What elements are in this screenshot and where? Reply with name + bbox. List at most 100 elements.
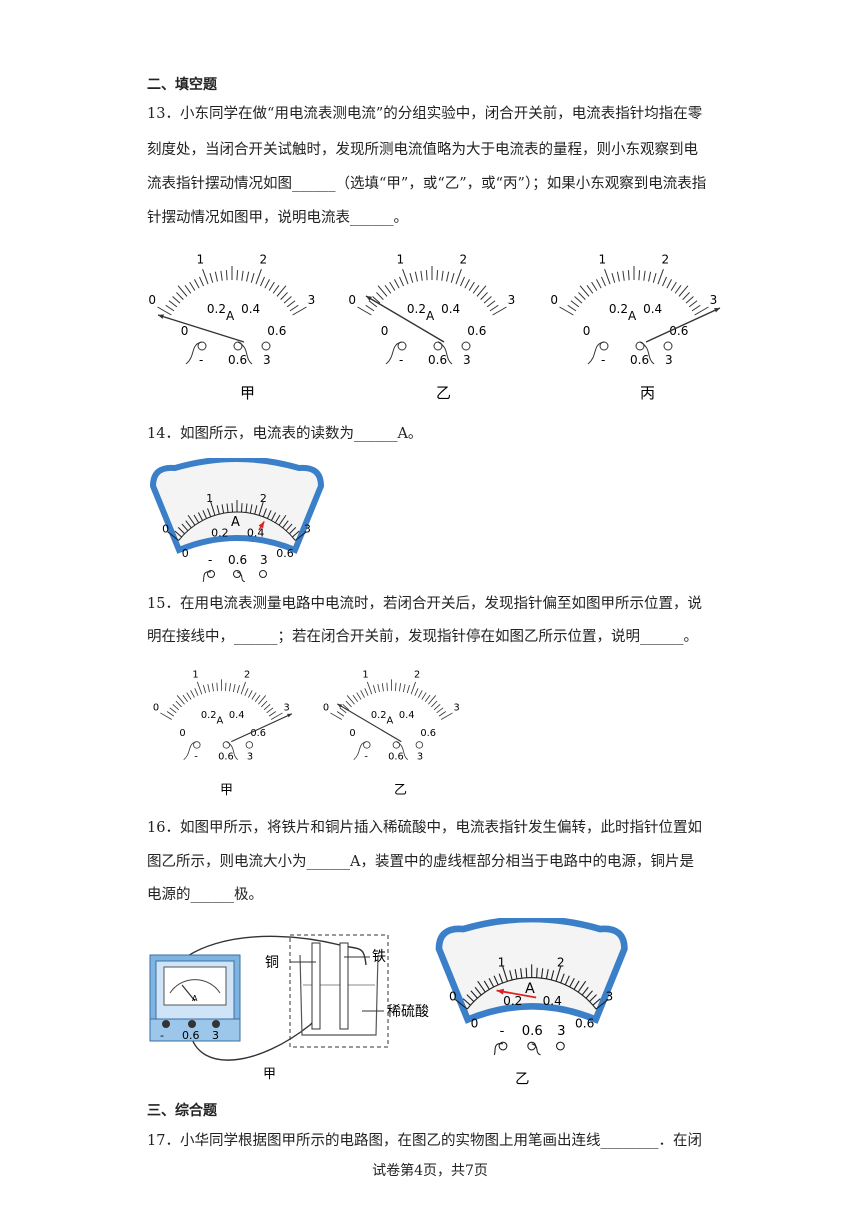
scale-tick <box>399 683 401 692</box>
scale-tick <box>330 712 342 720</box>
scale-tick <box>272 284 280 294</box>
scale-tick <box>472 284 480 294</box>
scale-tick <box>489 304 499 312</box>
small-scale-label: 0.6 <box>276 547 294 560</box>
scale-tick <box>250 272 255 283</box>
big-scale-label: 3 <box>710 293 718 307</box>
scale-tick <box>574 296 583 304</box>
scale-tick <box>199 276 204 287</box>
terminal-label: 3 <box>247 752 253 763</box>
scale-tick <box>168 300 178 308</box>
scale-tick <box>483 296 492 304</box>
scale-tick <box>662 276 667 287</box>
q16-apparatus: A - 0.6 3 铜 铁 稀硫酸 甲 <box>149 934 429 1082</box>
scale-tick <box>167 531 179 541</box>
scale-tick <box>214 271 218 282</box>
terminal-3 <box>212 1020 220 1028</box>
terminal-minus <box>162 1020 170 1028</box>
scale-tick <box>638 270 641 281</box>
scale-tick <box>595 999 609 1010</box>
needle-arrow <box>158 314 164 319</box>
scale-tick <box>336 711 345 717</box>
term-label-06: 0.6 <box>182 1029 200 1042</box>
scale-tick <box>286 300 296 308</box>
small-scale-label: 0.4 <box>241 302 260 316</box>
scale-tick <box>498 973 504 984</box>
terminal-label: 0.6 <box>228 353 247 367</box>
small-scale-label: 0.4 <box>441 302 460 316</box>
terminal-label: - <box>194 752 198 763</box>
scale-tick <box>295 531 307 541</box>
scale-tick <box>185 520 192 529</box>
big-scale-label: 1 <box>498 956 506 970</box>
wire <box>385 341 403 365</box>
scale-tick <box>410 681 416 695</box>
needle-arrow <box>496 988 505 995</box>
scale-tick <box>395 682 397 691</box>
caption-jia: 甲 <box>240 384 255 402</box>
wire <box>587 341 605 365</box>
terminal-label: - <box>601 353 605 367</box>
scale-tick <box>616 271 620 282</box>
beaker <box>299 954 379 1036</box>
scale-tick <box>560 973 565 984</box>
caption-15-jia: 甲 <box>220 783 233 798</box>
terminal-label: - <box>208 553 212 567</box>
scale-tick <box>207 508 212 518</box>
caption-16-jia: 甲 <box>263 1067 276 1082</box>
scale-tick <box>342 704 350 711</box>
scale-tick <box>276 285 287 297</box>
small-scale-label: 0.6 <box>575 1016 594 1030</box>
question-14: 14．如图所示，电流表的读数为______A。 <box>147 426 423 442</box>
scale-tick <box>509 970 513 981</box>
scale-tick <box>670 281 677 291</box>
big-scale-label: 0 <box>148 293 156 307</box>
small-scale-label: 0.4 <box>543 994 563 1008</box>
q16-line-1: 16．如图甲所示，将铁片和铜片插入稀硫酸中，电流表指针发生偏转，此时指针位置如 <box>147 820 702 836</box>
scale-tick <box>289 304 299 312</box>
big-scale-label: 1 <box>197 253 205 267</box>
scale-tick <box>425 270 428 281</box>
big-scale-label: 1 <box>362 669 368 680</box>
scale-tick <box>175 700 182 708</box>
scale-tick <box>232 683 236 693</box>
scale-tick <box>477 980 486 993</box>
scale-tick <box>502 966 508 982</box>
scale-tick <box>216 682 218 691</box>
scale-tick <box>262 508 267 518</box>
unit-label: A <box>217 716 224 727</box>
terminal-label: 0.6 <box>522 1024 543 1039</box>
scale-tick <box>468 281 475 291</box>
scale-tick <box>258 695 267 705</box>
scale-tick <box>285 523 293 531</box>
scale-tick <box>255 269 262 285</box>
scale-tick <box>470 990 478 999</box>
small-scale-label: 0.2 <box>371 710 387 721</box>
terminal-label: 3 <box>260 553 268 567</box>
scale-tick <box>160 712 172 720</box>
scale-tick <box>592 998 601 1006</box>
small-scale-label: 0.2 <box>407 302 426 316</box>
small-scale-label: 0 <box>471 1016 479 1030</box>
scale-tick <box>431 700 438 708</box>
scale-tick <box>564 975 570 986</box>
copper-plate <box>311 942 321 1030</box>
small-scale-label: 0.2 <box>211 527 229 540</box>
big-scale-label: 2 <box>414 669 420 680</box>
power-source-dashed-box <box>289 934 389 1048</box>
scale-tick <box>157 306 172 316</box>
scale-tick <box>254 505 258 515</box>
question-13: 13．小东同学在做“用电流表测电流”的分组实验中，闭合开关前，电流表指针均指在零… <box>147 104 717 228</box>
unit-label: A <box>628 309 637 323</box>
scale-tick <box>648 271 652 282</box>
needle-arrow <box>258 521 265 529</box>
needle <box>231 713 293 743</box>
terminal <box>233 570 241 578</box>
terminal <box>245 741 254 749</box>
scale-tick <box>292 530 300 538</box>
scale-tick <box>545 969 549 980</box>
q13-line-3: 流表指针摆动情况如图______（选填“甲”，或“乙”，或“丙”）；如果小东观察… <box>147 176 707 192</box>
